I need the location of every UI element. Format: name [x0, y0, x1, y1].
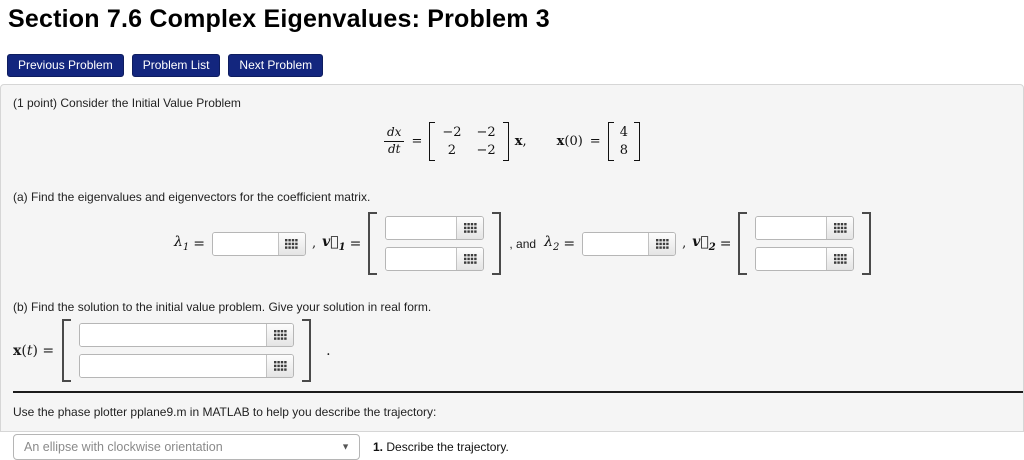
lambda1-input[interactable] — [212, 232, 278, 255]
coefficient-matrix: −2 −2 2 −2 — [429, 121, 509, 161]
equals-sign: = — [589, 133, 601, 149]
trajectory-question-row: An ellipse with clockwise orientation ▼ … — [13, 434, 1011, 460]
lambda2-label: λ2 — [544, 234, 560, 253]
keypad-icon — [833, 254, 847, 264]
problem-panel: (1 point) Consider the Initial Value Pro… — [0, 84, 1024, 460]
v1-component-1-input[interactable] — [386, 217, 457, 239]
keypad-button[interactable] — [277, 232, 305, 255]
next-problem-button[interactable]: Next Problem — [228, 54, 324, 77]
period: . — [326, 342, 331, 359]
keypad-icon — [655, 238, 669, 249]
fraction-denominator: dt — [387, 141, 401, 156]
v1-label: v⃗1 — [322, 234, 346, 253]
comma: , — [522, 133, 527, 149]
trajectory-select[interactable]: An ellipse with clockwise orientation ▼ — [13, 434, 360, 460]
keypad-button[interactable] — [648, 232, 676, 255]
comma: , — [682, 236, 687, 251]
right-bracket — [862, 212, 872, 275]
matrix-cell: −2 — [476, 124, 496, 140]
previous-problem-button[interactable]: Previous Problem — [7, 54, 124, 77]
keypad-icon — [273, 330, 287, 340]
left-bracket — [368, 212, 378, 275]
keypad-icon — [463, 223, 477, 233]
xt-component-2-input[interactable] — [80, 355, 267, 377]
part-b-answer-row: x(t) = . — [13, 319, 1011, 382]
trajectory-select-value: An ellipse with clockwise orientation — [24, 440, 223, 454]
trajectory-question-label: 1. Describe the trajectory. — [373, 440, 509, 454]
v2-component-1-input[interactable] — [756, 217, 827, 239]
initial-condition-vector: 4 8 — [607, 121, 640, 161]
left-bracket — [607, 121, 614, 161]
keypad-button[interactable] — [456, 217, 484, 239]
matrix-cell: 2 — [447, 142, 457, 158]
equals-sign: = — [411, 133, 423, 149]
problem-statement: (1 point) Consider the Initial Value Pro… — [13, 96, 241, 110]
xt-answer-vector — [62, 319, 312, 382]
part-a-answer-row: λ1 = , v⃗1 = , and λ2 = — [174, 212, 1011, 275]
dxdt-fraction: dx dt — [384, 125, 405, 157]
xt-component-1-input[interactable] — [80, 324, 267, 346]
keypad-icon — [833, 223, 847, 233]
v2-label: v⃗2 — [692, 234, 716, 253]
keypad-button[interactable] — [266, 355, 294, 377]
page-title: Section 7.6 Complex Eigenvalues: Problem… — [8, 5, 550, 33]
and-separator: , and — [509, 236, 537, 251]
part-b-prompt: (b) Find the solution to the initial val… — [13, 300, 432, 314]
keypad-button[interactable] — [456, 248, 484, 270]
keypad-button[interactable] — [266, 324, 294, 346]
left-bracket — [429, 121, 436, 161]
v2-component-2-input[interactable] — [756, 248, 827, 270]
part-a-prompt: (a) Find the eigenvalues and eigenvector… — [13, 190, 371, 204]
problem-list-button[interactable]: Problem List — [131, 54, 221, 77]
keypad-icon — [285, 238, 299, 249]
v1-answer-vector — [368, 212, 502, 275]
matrix-cell: −2 — [476, 142, 496, 158]
lambda2-input[interactable] — [583, 232, 649, 255]
keypad-icon — [273, 361, 287, 371]
xt-label: x(t) = — [13, 342, 55, 359]
vector-cell: 4 — [619, 124, 628, 140]
matrix-cell: −2 — [442, 124, 462, 140]
keypad-button[interactable] — [826, 217, 854, 239]
v2-answer-vector — [738, 212, 872, 275]
comma: , — [311, 236, 317, 251]
phase-plotter-instruction: Use the phase plotter pplane9.m in MATLA… — [13, 405, 437, 419]
section-divider — [13, 391, 1023, 393]
equals-sign: = — [719, 235, 732, 252]
equals-sign: = — [563, 235, 576, 252]
v1-component-2-input[interactable] — [386, 248, 457, 270]
fraction-numerator: dx — [384, 125, 405, 142]
x-variable: x — [514, 133, 523, 149]
right-bracket — [492, 212, 502, 275]
keypad-button[interactable] — [826, 248, 854, 270]
equals-sign: = — [193, 235, 205, 252]
equals-sign: = — [349, 235, 362, 252]
vector-cell: 8 — [619, 142, 628, 158]
lambda1-label: λ1 — [174, 234, 190, 253]
left-bracket — [738, 212, 748, 275]
problem-nav: Previous Problem Problem List Next Probl… — [7, 54, 1024, 77]
ivp-equation: dx dt = −2 −2 2 −2 x, x(0) = 4 8 — [13, 119, 1011, 163]
initial-condition-lhs: x(0) — [556, 133, 583, 149]
chevron-down-icon: ▼ — [341, 441, 350, 452]
right-bracket — [633, 121, 640, 161]
left-bracket — [62, 319, 72, 382]
right-bracket — [302, 319, 312, 382]
right-bracket — [502, 121, 509, 161]
keypad-icon — [463, 254, 477, 264]
